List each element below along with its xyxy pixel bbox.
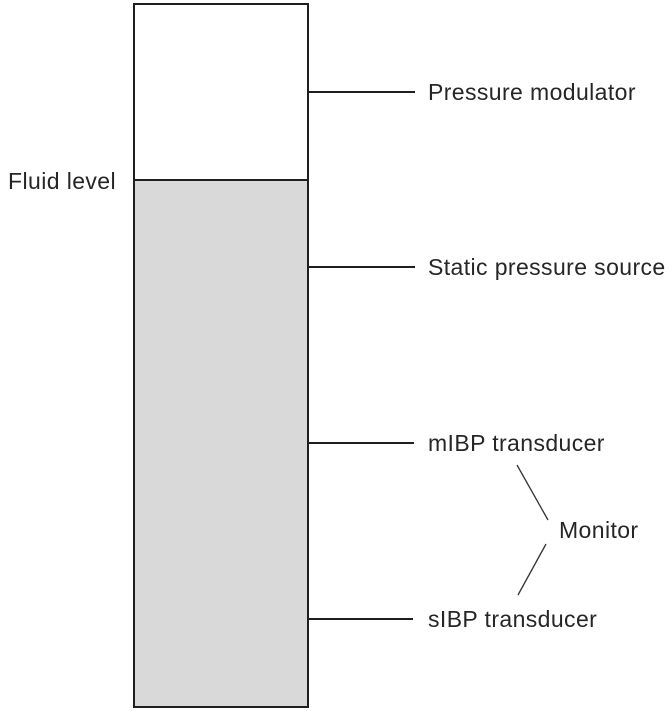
connector-line-mibp-transducer bbox=[307, 442, 414, 444]
fluid-level-label: Fluid level bbox=[8, 168, 116, 194]
monitor-link-lines bbox=[516, 464, 549, 596]
fluid-region bbox=[135, 179, 307, 706]
label-mibp-transducer: mIBP transducer bbox=[428, 430, 605, 456]
connector-line-sibp-transducer bbox=[307, 618, 413, 620]
label-sibp-transducer: sIBP transducer bbox=[428, 606, 598, 632]
connector-line-pressure-modulator bbox=[307, 91, 415, 93]
fluid-column bbox=[133, 3, 309, 708]
label-monitor: Monitor bbox=[559, 517, 639, 543]
label-pressure-modulator: Pressure modulator bbox=[428, 79, 636, 105]
monitor-link-lower-line bbox=[517, 543, 547, 596]
label-static-pressure-source: Static pressure source bbox=[428, 254, 666, 280]
connector-line-static-pressure-source bbox=[307, 266, 415, 268]
monitor-link-upper-line bbox=[516, 464, 549, 521]
